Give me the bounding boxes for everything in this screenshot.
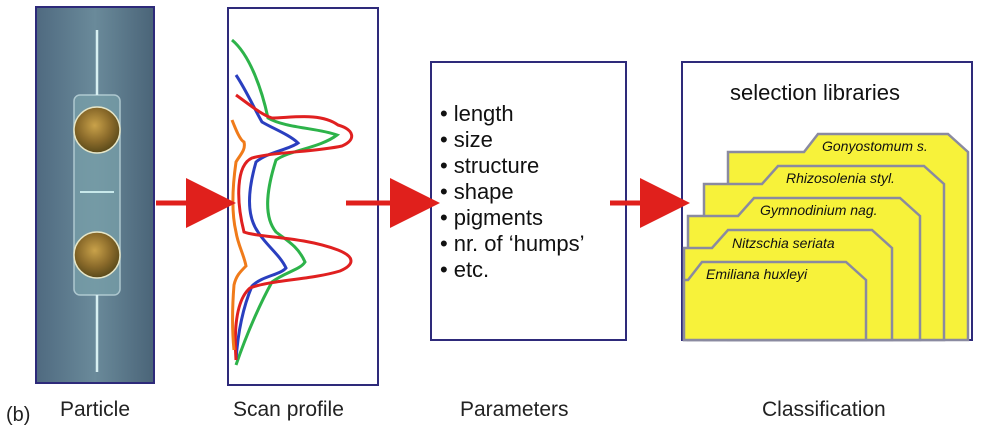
- parameter-item: length: [440, 101, 585, 127]
- selection-libraries-title: selection libraries: [730, 80, 900, 105]
- parameter-item: structure: [440, 153, 585, 179]
- label-parameters: Parameters: [460, 398, 569, 421]
- folder-emiliana: [682, 260, 868, 342]
- label-particle: Particle: [60, 398, 131, 421]
- species-label-rhizosolenia: Rhizosolenia styl.: [786, 170, 895, 186]
- scan-profile-panel: [227, 7, 379, 386]
- parameter-item: shape: [440, 179, 585, 205]
- species-label-gymnodinium: Gymnodinium nag.: [760, 202, 878, 218]
- cell-upper: [73, 106, 121, 154]
- scan-trace-orange: [230, 119, 248, 351]
- label-scan-profile: Scan profile: [233, 398, 344, 421]
- species-label-emiliana: Emiliana huxleyi: [706, 266, 808, 282]
- parameter-list: length size structure shape pigments nr.…: [440, 101, 585, 283]
- parameter-item: nr. of ‘humps’: [440, 231, 585, 257]
- classification-panel: Gonyostomum s. Rhizosolenia styl. Gymnod…: [681, 61, 973, 342]
- species-label-nitzschia: Nitzschia seriata: [732, 235, 835, 251]
- cell-lower: [73, 231, 121, 279]
- label-classification: Classification: [762, 398, 886, 421]
- figure-label: (b): [6, 404, 31, 426]
- parameter-item: etc.: [440, 257, 585, 283]
- particle-image: [35, 6, 155, 384]
- parameter-item: size: [440, 127, 585, 153]
- species-label-gonyostomum: Gonyostomum s.: [822, 138, 928, 154]
- parameter-item: pigments: [440, 205, 585, 231]
- scan-trace-red: [233, 93, 354, 361]
